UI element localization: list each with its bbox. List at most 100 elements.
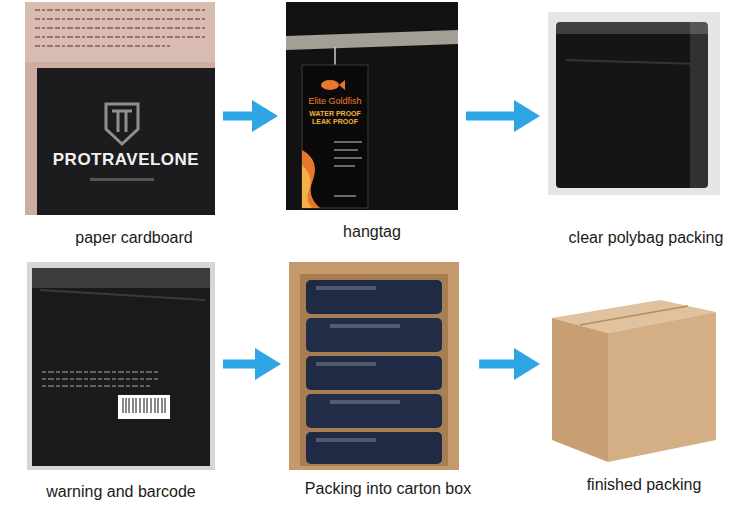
cardboard-photo-detail: [25, 2, 215, 62]
finished-carton-photo-detail: [548, 262, 720, 470]
hangtag-photo-detail: [321, 80, 339, 90]
flow-arrow: [223, 360, 261, 369]
step-caption: Packing into carton box: [305, 479, 471, 499]
printed-label: PROTRAVELONE: [37, 150, 215, 170]
finished-carton-photo: [548, 262, 720, 470]
carton-packing-photo-detail: [306, 318, 442, 352]
warning-barcode-photo-detail-detail: [42, 385, 150, 387]
flow-arrow: [466, 112, 520, 121]
warning-barcode-photo-detail-detail: [165, 398, 166, 413]
cardboard-photo-detail-detail: [35, 36, 205, 38]
cardboard-photo-detail: [112, 111, 132, 132]
polybag-photo-detail: [548, 12, 720, 195]
carton-packing-photo-detail-detail: [316, 286, 376, 290]
hangtag-photo-detail-detail: [334, 195, 356, 197]
warning-barcode-photo-detail-detail: [162, 398, 163, 413]
carton-packing-photo-detail-detail: [316, 438, 376, 442]
flow-arrow: [479, 360, 520, 369]
carton-packing-photo-detail: [306, 280, 442, 314]
warning-barcode-photo-detail-detail: [42, 371, 160, 373]
polybag-photo-detail: [690, 22, 708, 188]
printed-label: Elite Goldfish: [302, 96, 368, 107]
hangtag-photo: [286, 2, 458, 210]
step-caption: warning and barcode: [46, 482, 195, 502]
photo-step: clear polybag packing: [548, 12, 723, 248]
finished-carton-photo-detail: [580, 306, 688, 325]
polybag-photo-detail: [556, 22, 708, 34]
polybag-photo: [548, 12, 720, 195]
carton-packing-photo-detail: [306, 432, 442, 464]
step-caption: hangtag: [343, 222, 401, 242]
step-caption: paper cardboard: [75, 228, 192, 248]
warning-barcode-photo-detail-detail: [42, 378, 160, 380]
hangtag-photo-detail: [286, 2, 458, 210]
carton-packing-photo-detail-detail: [316, 362, 376, 366]
photo-step: PROTRAVELONE paper cardboard: [25, 2, 215, 248]
hangtag-photo-detail-detail: [334, 157, 362, 159]
warning-barcode-photo-detail-detail: [129, 398, 130, 413]
photo-step: Packing into carton box: [289, 262, 471, 499]
hangtag-photo-detail: [302, 165, 312, 208]
hangtag-photo-detail: [339, 80, 345, 90]
finished-carton-photo-detail: [608, 312, 716, 462]
cardboard-photo: [25, 2, 215, 215]
cardboard-photo-detail: [90, 178, 154, 181]
warning-barcode-photo-detail: [123, 398, 165, 413]
warning-barcode-photo-detail-detail: [133, 398, 134, 413]
warning-barcode-photo-detail-detail: [126, 398, 127, 413]
warning-barcode-photo-detail-detail: [136, 398, 137, 413]
hangtag-photo-detail: [334, 47, 336, 65]
carton-packing-photo-detail: [306, 394, 442, 428]
warning-barcode-photo-detail: [42, 372, 160, 386]
carton-packing-photo-detail: [316, 286, 400, 442]
carton-packing-photo-detail: [300, 274, 448, 466]
warning-barcode-photo-detail: [40, 290, 205, 300]
hangtag-photo-detail-detail: [334, 141, 362, 143]
carton-packing-photo-detail-detail: [330, 324, 400, 328]
polybag-photo-detail: [556, 22, 708, 188]
warning-barcode-photo-detail-detail: [123, 398, 124, 413]
cardboard-photo-detail: [106, 104, 138, 144]
photo-step: warning and barcode: [27, 262, 215, 502]
warning-barcode-photo-detail-detail: [147, 398, 148, 413]
cardboard-photo-detail-detail: [35, 45, 170, 47]
carton-packing-photo: [289, 262, 459, 470]
warning-barcode-photo-detail: [32, 268, 210, 466]
step-caption: clear polybag packing: [569, 228, 724, 248]
hangtag-photo-detail: [302, 65, 368, 208]
carton-packing-photo-detail-detail: [330, 400, 400, 404]
warning-barcode-photo-detail: [118, 395, 170, 419]
hangtag-photo-detail: [286, 30, 458, 50]
hangtag-photo-detail: [334, 142, 362, 196]
warning-barcode-photo-detail-detail: [158, 398, 159, 413]
warning-barcode-photo: [27, 262, 215, 470]
warning-barcode-photo-detail-detail: [155, 398, 156, 413]
flow-arrow: [223, 112, 258, 121]
hangtag-photo-detail-detail: [334, 165, 355, 167]
warning-barcode-photo-detail-detail: [144, 398, 145, 413]
finished-carton-photo-detail: [552, 318, 608, 462]
photo-step: finished packing: [548, 262, 720, 495]
carton-packing-photo-detail: [306, 356, 442, 390]
cardboard-photo-detail-detail: [35, 27, 205, 29]
cardboard-photo-detail-detail: [35, 18, 205, 20]
hangtag-photo-detail-detail: [334, 149, 358, 151]
warning-barcode-photo-detail: [27, 262, 215, 470]
photo-step: Elite GoldfishWATER PROOF LEAK PROOF hang…: [286, 2, 458, 242]
cardboard-photo-detail: [35, 10, 205, 46]
cardboard-photo-detail-detail: [35, 9, 205, 11]
hangtag-photo-detail: [302, 150, 320, 208]
printed-label: WATER PROOF LEAK PROOF: [306, 110, 364, 127]
carton-packing-photo-detail: [289, 262, 459, 470]
step-caption: finished packing: [587, 475, 702, 495]
warning-barcode-photo-detail-detail: [151, 398, 152, 413]
cardboard-photo-detail: [37, 68, 215, 215]
polybag-photo-detail: [566, 60, 700, 64]
warning-barcode-photo-detail-detail: [140, 398, 141, 413]
cardboard-photo-detail: [25, 2, 215, 215]
warning-barcode-photo-detail: [32, 268, 210, 288]
